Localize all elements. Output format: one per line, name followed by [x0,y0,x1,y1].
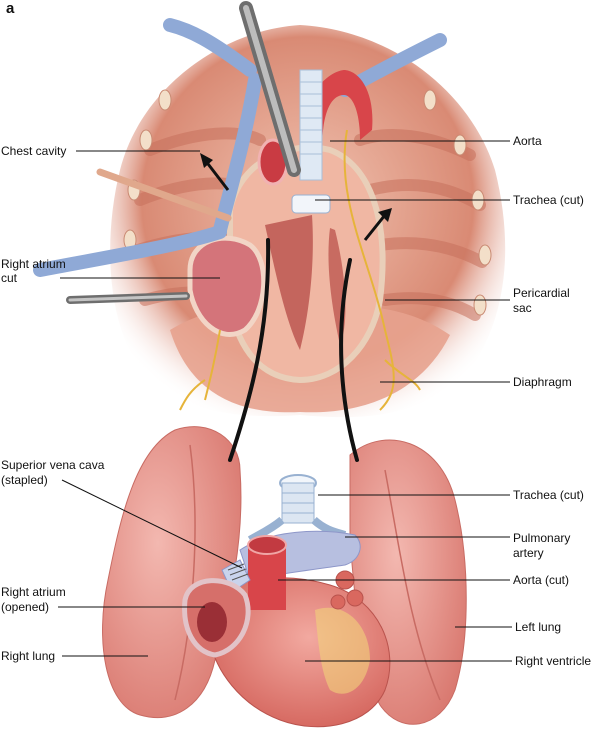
heart-lung-block [102,238,467,728]
label-trachea-cut-top: Trachea (cut) [513,193,584,207]
surgical-instruments [66,1,301,304]
chest-cavity-illustration [33,1,506,418]
leader-lines [58,140,512,662]
label-trachea-cut-bottom: Trachea (cut) [513,488,584,502]
trachea-top [299,69,323,181]
label-svc-2: (stapled) [1,473,48,487]
label-right-atrium-cut-2: cut [1,271,18,285]
label-pulmonary-1: Pulmonary [513,531,571,545]
label-aorta: Aorta [513,134,542,148]
trachea-bottom [247,474,347,544]
right-lung-shape [102,426,242,719]
lymph-nodes [330,570,364,610]
label-svc-1: Superior vena cava [1,458,105,472]
label-left-lung: Left lung [515,620,562,634]
aorta-cut-shape [248,545,286,610]
label-right-lung: Right lung [1,649,56,663]
trachea-cut-stump [291,194,331,214]
connecting-arrows [228,238,359,462]
rib-cartilage [123,89,492,316]
label-aorta-cut: Aorta (cut) [513,573,570,587]
label-right-atrium-opened-2: (opened) [1,600,50,614]
label-right-atrium-opened-1: Right atrium [1,585,66,599]
label-pulmonary-2: artery [513,546,544,560]
label-diaphragm: Diaphragm [513,375,572,389]
label-right-atrium-cut-1: Right atrium [1,257,66,271]
label-pericardial-2: sac [513,301,532,315]
label-pericardial-1: Pericardial [513,286,570,300]
dissection-arrows [203,159,387,241]
right-atrium-cut-shape [187,235,267,337]
phrenic-nerves [179,129,421,411]
panel-letter: a [6,0,15,17]
pericardial-opening [265,215,313,350]
label-chest-cavity: Chest cavity [1,144,67,158]
label-right-ventricle: Right ventricle [515,654,592,668]
